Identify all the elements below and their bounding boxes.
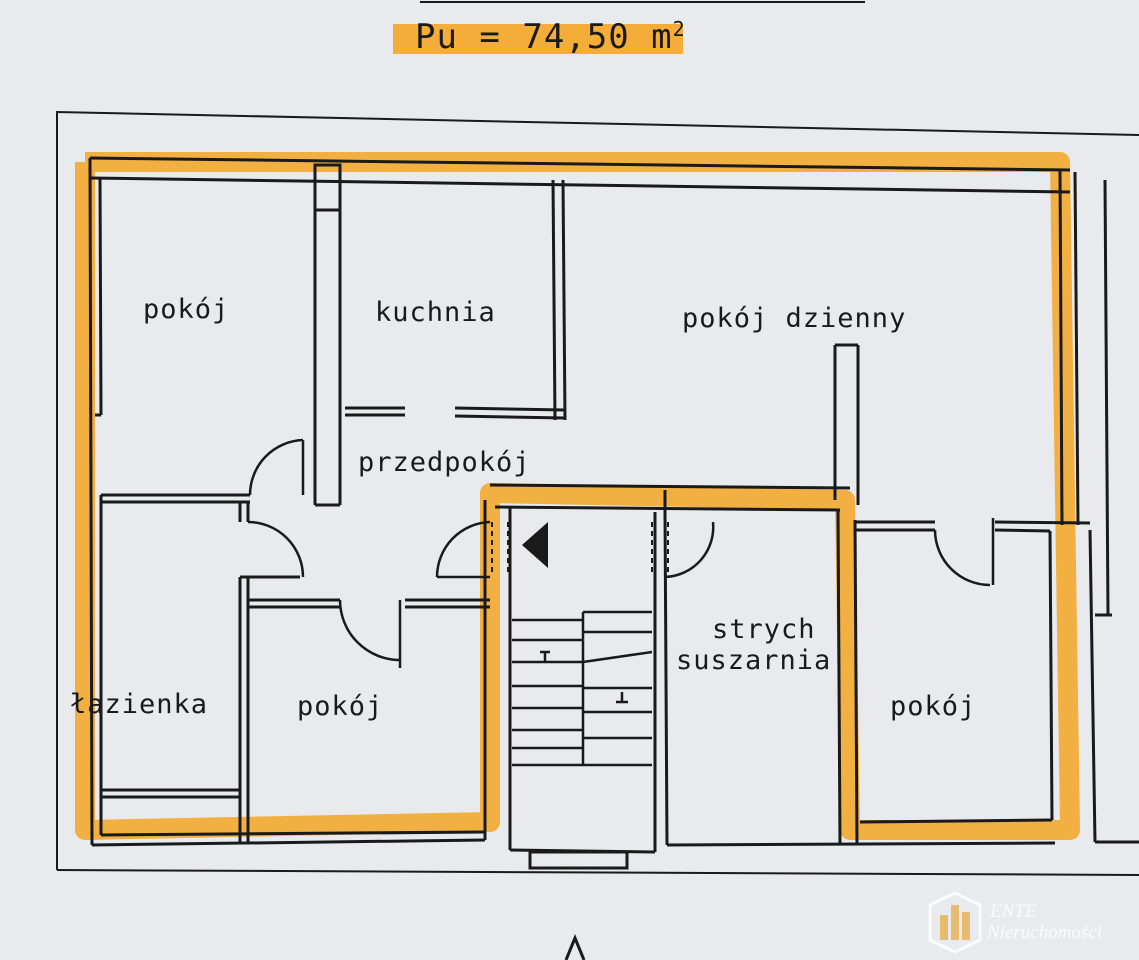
staircase [512,610,653,767]
door-stairs [435,520,491,578]
outer-frame-bottom [56,869,1139,876]
room-label-kuchnia: kuchnia [375,297,496,328]
area-title: Pu = 74,50 m2 [415,17,686,57]
room-label-pokoj-3: pokój [890,691,976,722]
room-label-przedpokoj: przedpokój [358,447,531,478]
door-pokoj-3 [933,529,991,587]
outer-frame [56,110,1139,870]
doors [247,438,995,668]
door-strych [664,521,715,579]
door-pokoj-1 [248,438,304,496]
north-arrow-tip [564,934,586,960]
stair-direction-arrow [522,522,548,568]
title-highlight [393,24,683,54]
room-label-lazienka: łazienka [70,689,208,720]
door-pokoj-2 [338,599,401,662]
door-lazienka [247,520,305,578]
walls [88,156,1139,870]
room-label-pokoj-dzienny: pokój dzienny [682,303,906,334]
apartment-outline-highlight [75,152,1080,840]
room-label-suszarnia: suszarnia [676,645,831,676]
watermark-line1: ENTE [989,901,1037,922]
watermark-logo: ENTE Nieruchomości [928,891,1102,954]
room-label-strych: strych [712,614,816,645]
room-label-pokoj-1: pokój [143,294,229,325]
area-title-superscript: 2 [673,17,686,41]
room-label-pokoj-2: pokój [297,691,383,722]
watermark-hexagon-icon [928,891,982,954]
watermark-line2: Nieruchomości [986,922,1102,943]
area-title-main: Pu = 74,50 m [415,17,673,57]
